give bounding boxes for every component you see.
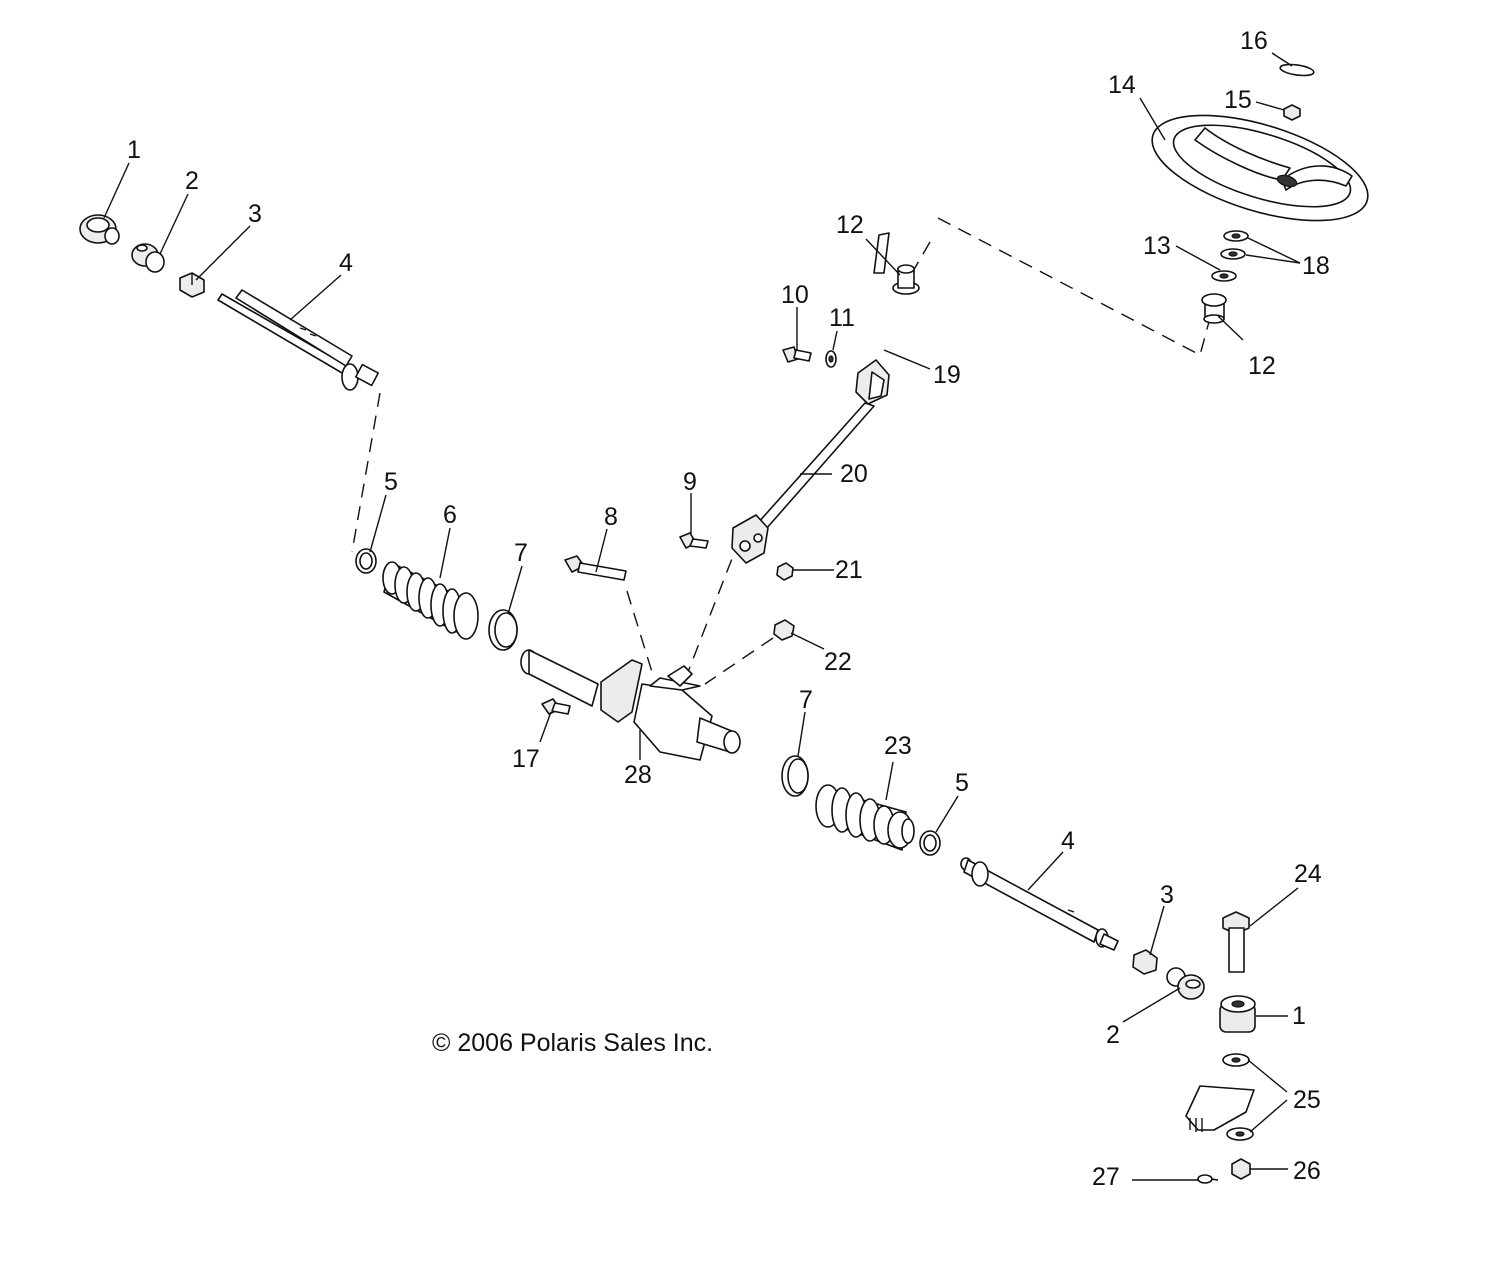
callout-9: 9 xyxy=(683,468,697,496)
callout-24: 24 xyxy=(1294,860,1322,888)
copyright-notice: © 2006 Polaris Sales Inc. xyxy=(432,1029,713,1057)
callout-28: 28 xyxy=(624,761,652,789)
callout-23: 23 xyxy=(884,732,912,760)
callout-19: 19 xyxy=(933,361,961,389)
leader-lines xyxy=(103,52,1301,1181)
bolt-long xyxy=(564,555,627,581)
steering-wheel-cap xyxy=(1279,63,1315,77)
boot-clamp-large-right xyxy=(781,755,809,797)
callout-16: 16 xyxy=(1240,27,1268,55)
tie-rod-end-left xyxy=(79,214,120,245)
callout-7-right: 7 xyxy=(799,686,813,714)
callout-18: 18 xyxy=(1302,252,1330,280)
callout-1-upper: 1 xyxy=(127,136,141,164)
callout-17: 17 xyxy=(512,745,540,773)
callout-27: 27 xyxy=(1092,1163,1120,1191)
spindle-bracket xyxy=(1185,1053,1255,1141)
bolt-17 xyxy=(541,698,571,715)
castle-nut xyxy=(1231,1158,1251,1180)
bolt-small-9 xyxy=(679,532,709,549)
bolt-24 xyxy=(1222,911,1250,973)
callout-14: 14 xyxy=(1108,71,1136,99)
bolt-10 xyxy=(782,346,812,363)
callout-5-left: 5 xyxy=(384,468,398,496)
callout-11: 11 xyxy=(829,304,855,332)
cotter-pin xyxy=(1197,1174,1219,1184)
callout-6: 6 xyxy=(443,501,457,529)
callout-25: 25 xyxy=(1293,1086,1321,1114)
steering-boot-right xyxy=(815,784,915,851)
nut-22 xyxy=(773,619,795,641)
washer-11 xyxy=(825,350,837,368)
jam-nut-right xyxy=(1132,949,1158,975)
washers-13-18 xyxy=(1211,230,1249,282)
callout-2-upper: 2 xyxy=(185,167,199,195)
callout-20: 20 xyxy=(840,460,868,488)
callout-4-upper: 4 xyxy=(339,249,353,277)
callout-12-upper: 12 xyxy=(836,211,864,239)
callout-10: 10 xyxy=(781,281,809,309)
jam-nut-left xyxy=(179,272,205,298)
steering-rack xyxy=(520,649,741,761)
callout-12-right: 12 xyxy=(1248,352,1276,380)
steering-column xyxy=(731,232,890,564)
callout-21: 21 xyxy=(835,556,863,584)
bushing-12-upper xyxy=(892,264,920,295)
callout-7-left: 7 xyxy=(514,539,528,567)
callout-26: 26 xyxy=(1293,1157,1321,1185)
tie-rod-right xyxy=(960,857,1119,951)
callout-15: 15 xyxy=(1224,86,1252,114)
callout-3-lower: 3 xyxy=(1160,881,1174,909)
tie-rod-left xyxy=(217,289,380,391)
nut-21 xyxy=(776,562,794,581)
callout-4-lower: 4 xyxy=(1061,827,1075,855)
callout-1-lower: 1 xyxy=(1292,1002,1306,1030)
steering-wheel-nut xyxy=(1283,104,1301,121)
steering-wheel xyxy=(1151,114,1369,222)
callout-5-right: 5 xyxy=(955,769,969,797)
bushing-12-lower xyxy=(1201,293,1227,324)
ball-joint-left xyxy=(131,243,165,273)
steering-boot-left xyxy=(382,561,479,640)
callout-2-lower: 2 xyxy=(1106,1021,1120,1049)
callout-22: 22 xyxy=(824,648,852,676)
callout-3-upper: 3 xyxy=(248,200,262,228)
callout-labels: 1 2 3 4 5 6 7 8 9 10 11 12 12 13 14 15 1… xyxy=(127,27,1330,1191)
callout-8: 8 xyxy=(604,503,618,531)
callout-13: 13 xyxy=(1143,232,1171,260)
ball-joint-right xyxy=(1166,967,1205,1000)
boot-clamp-right xyxy=(919,830,941,856)
boot-clamp-left xyxy=(355,548,377,574)
boot-clamp-large-left xyxy=(488,609,518,651)
tie-rod-end-right xyxy=(1219,995,1256,1033)
